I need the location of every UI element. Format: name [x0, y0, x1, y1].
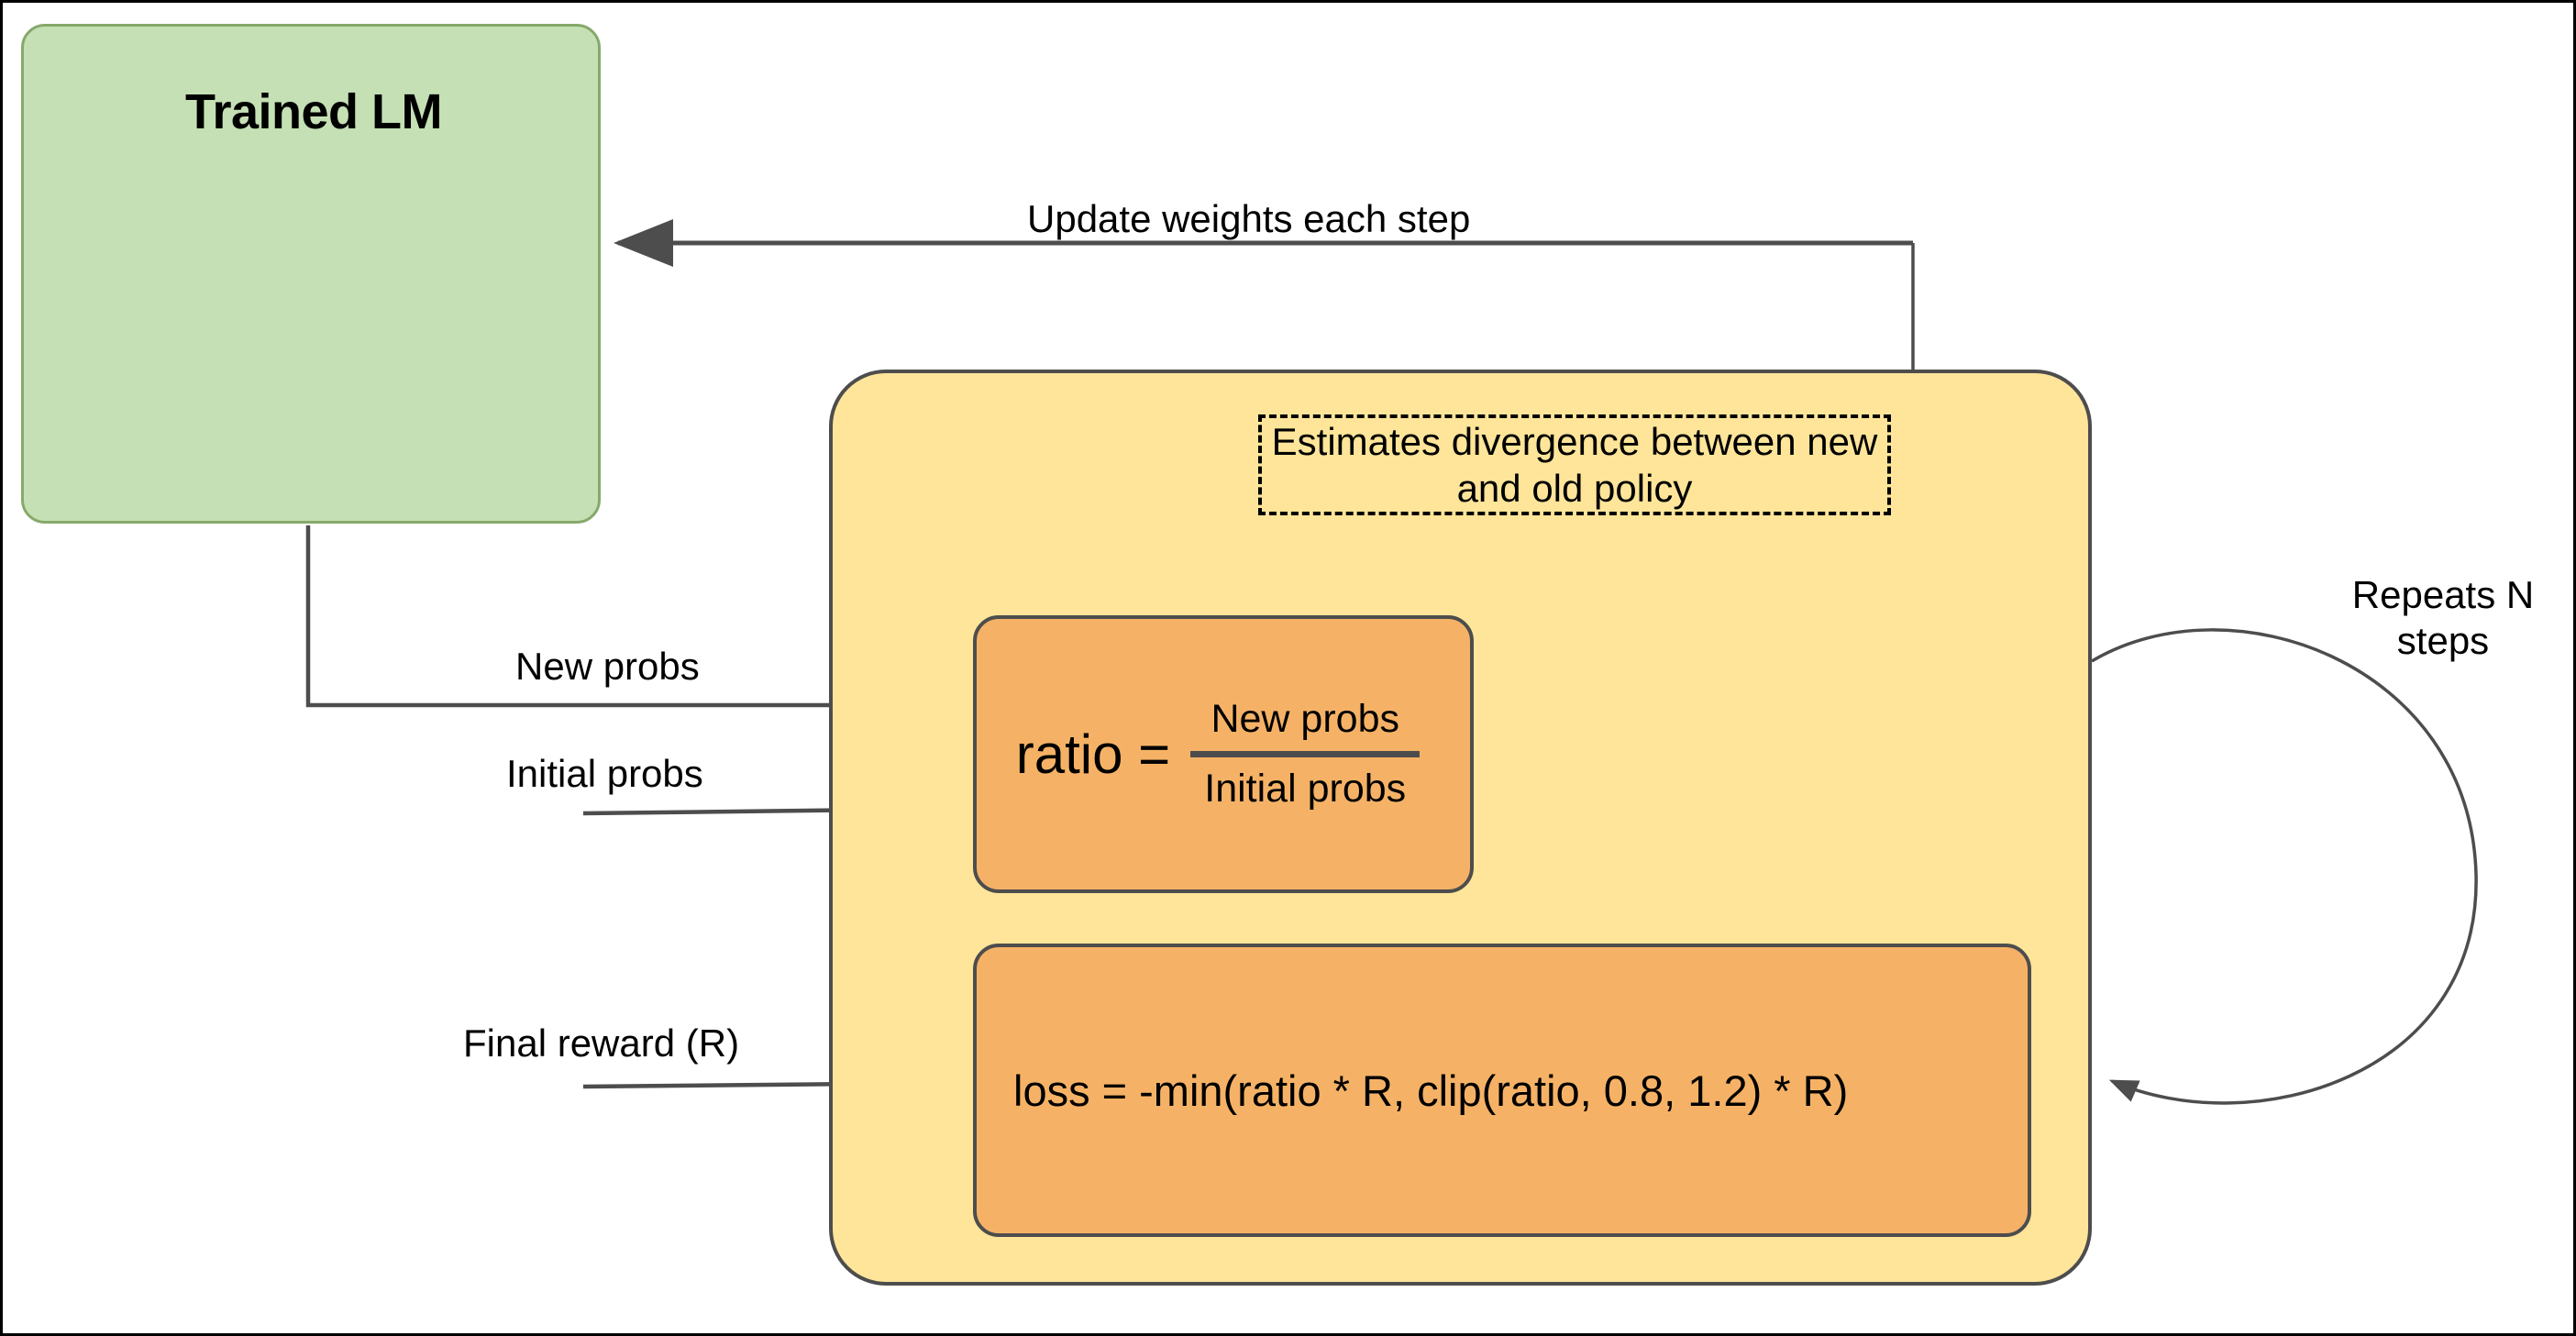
- fraction-bar: [1190, 751, 1421, 757]
- edge-label-repeats: Repeats N steps: [2351, 573, 2535, 663]
- ratio-expression: ratio = New probs Initial probs: [1015, 694, 1421, 814]
- trained-lm-panel: Trained LM: [21, 24, 601, 524]
- ratio-lhs-label: ratio =: [1015, 723, 1171, 785]
- edge-label-new-probs: New probs: [515, 645, 700, 688]
- edge-label-update-weights: Update weights each step: [1027, 197, 1471, 240]
- ratio-box: ratio = New probs Initial probs: [973, 615, 1474, 893]
- ratio-fraction: New probs Initial probs: [1190, 694, 1421, 814]
- trained-lm-title: Trained LM: [184, 84, 443, 139]
- divergence-note: Estimates divergence between new and old…: [1258, 414, 1891, 515]
- ratio-denominator: Initial probs: [1204, 767, 1407, 811]
- loss-formula: loss = -min(ratio * R, clip(ratio, 0.8, …: [1013, 1065, 1849, 1115]
- ratio-numerator: New probs: [1211, 697, 1399, 741]
- edge-label-final-reward: Final reward (R): [463, 1021, 740, 1065]
- edge-new-probs: [305, 525, 967, 724]
- edge-repeats-loop: [2091, 628, 2478, 1105]
- loss-box: loss = -min(ratio * R, clip(ratio, 0.8, …: [973, 944, 2031, 1237]
- edge-label-initial-probs: Initial probs: [506, 752, 703, 795]
